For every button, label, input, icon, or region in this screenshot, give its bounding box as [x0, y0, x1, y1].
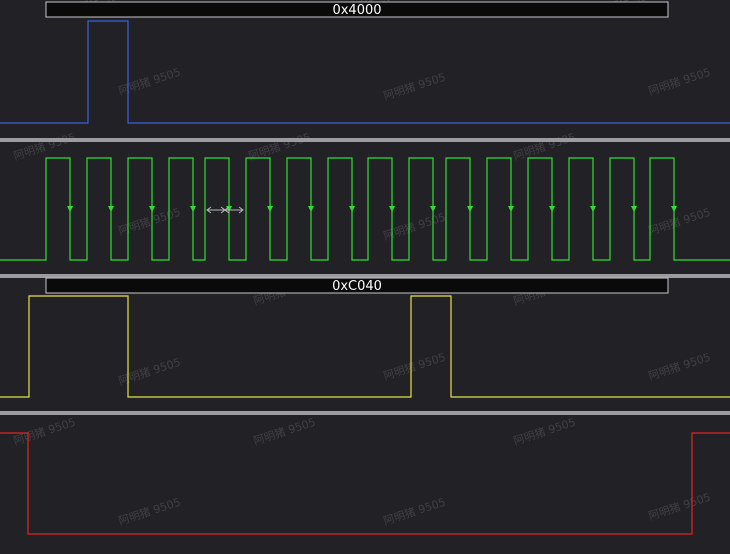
arrow-down-icon	[631, 206, 637, 212]
protocol-decode-bar-ch0-bg	[45, 1, 669, 18]
protocol-decode-bar-ch2[interactable]: 0xC040	[45, 277, 669, 294]
channel-separator-2	[0, 274, 730, 278]
double-arrow-icon[interactable]	[206, 206, 244, 214]
protocol-decode-value-ch0: 0x4000	[332, 3, 381, 18]
waveform-ch1-clock[interactable]	[0, 157, 730, 261]
arrow-down-icon	[108, 206, 114, 212]
arrow-down-icon	[67, 206, 73, 212]
arrow-down-icon	[508, 206, 514, 212]
arrow-down-icon	[467, 206, 473, 212]
arrow-down-icon	[549, 206, 555, 212]
channel-ch2-row[interactable]: 0xC040	[0, 277, 730, 398]
channel-ch3-row[interactable]	[0, 432, 730, 535]
arrow-down-icon	[226, 206, 232, 212]
arrow-down-icon	[349, 206, 355, 212]
arrow-down-icon	[590, 206, 596, 212]
protocol-decode-value-ch2: 0xC040	[332, 279, 382, 294]
waveform-ch2[interactable]	[0, 295, 730, 398]
arrow-down-icon	[389, 206, 395, 212]
arrow-down-icon	[308, 206, 314, 212]
protocol-decode-bar-ch0[interactable]: 0x4000	[45, 1, 669, 18]
channel-separator-3	[0, 411, 730, 415]
arrow-down-icon	[430, 206, 436, 212]
clock-edge-markers	[67, 206, 677, 212]
arrow-down-icon	[267, 206, 273, 212]
arrow-down-icon	[149, 206, 155, 212]
arrow-down-icon	[190, 206, 196, 212]
protocol-decode-bar-ch2-bg	[45, 277, 669, 294]
waveform-ch3[interactable]	[0, 432, 730, 535]
channel-separator-1	[0, 138, 730, 142]
channel-ch0-row[interactable]: 0x4000	[0, 1, 730, 124]
arrow-down-icon	[671, 206, 677, 212]
channel-ch1-row[interactable]	[0, 157, 730, 261]
waveform-ch0[interactable]	[0, 20, 730, 124]
